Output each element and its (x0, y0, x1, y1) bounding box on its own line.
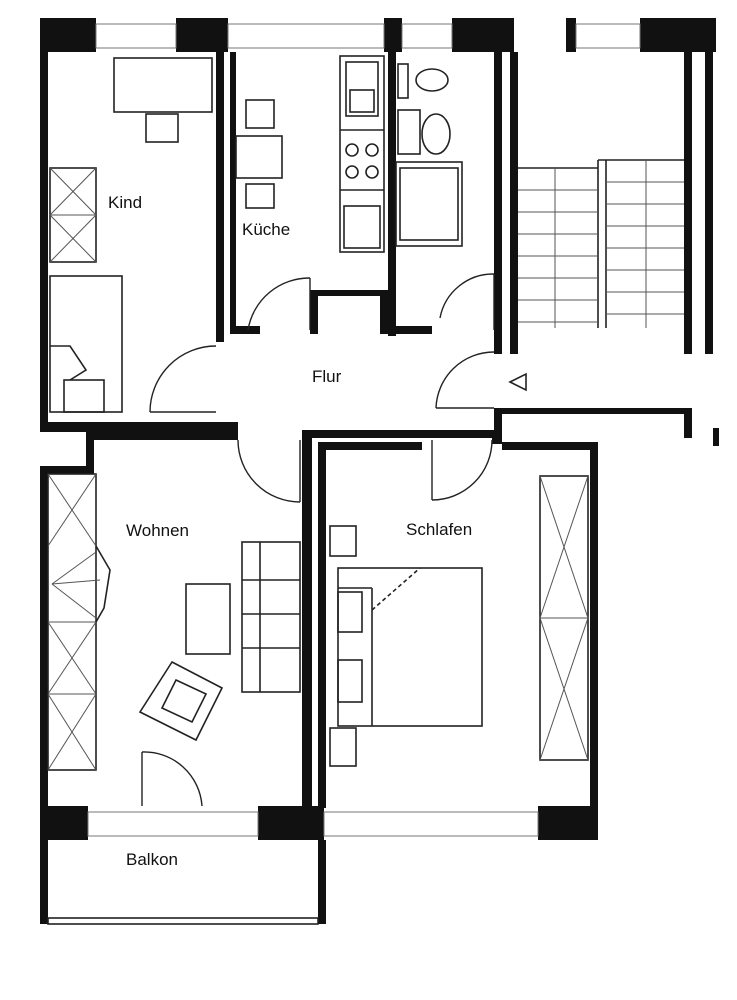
wohnen-furniture (47, 473, 301, 771)
room-label-kind: Kind (108, 193, 142, 212)
kind-furniture (49, 57, 213, 413)
room-label-flur: Flur (312, 367, 342, 386)
room-label-balkon: Balkon (126, 850, 178, 869)
bath-furniture (395, 63, 463, 247)
room-labels: Kind Küche Flur Wohnen Schlafen Balkon (108, 193, 472, 869)
room-label-schlafen: Schlafen (406, 520, 472, 539)
kueche-furniture (235, 55, 385, 253)
schlafen-furniture (329, 475, 589, 767)
room-label-kueche: Küche (242, 220, 290, 239)
door-swings (141, 273, 495, 807)
room-label-wohnen: Wohnen (126, 521, 189, 540)
staircase (508, 159, 684, 392)
walls (40, 18, 719, 925)
